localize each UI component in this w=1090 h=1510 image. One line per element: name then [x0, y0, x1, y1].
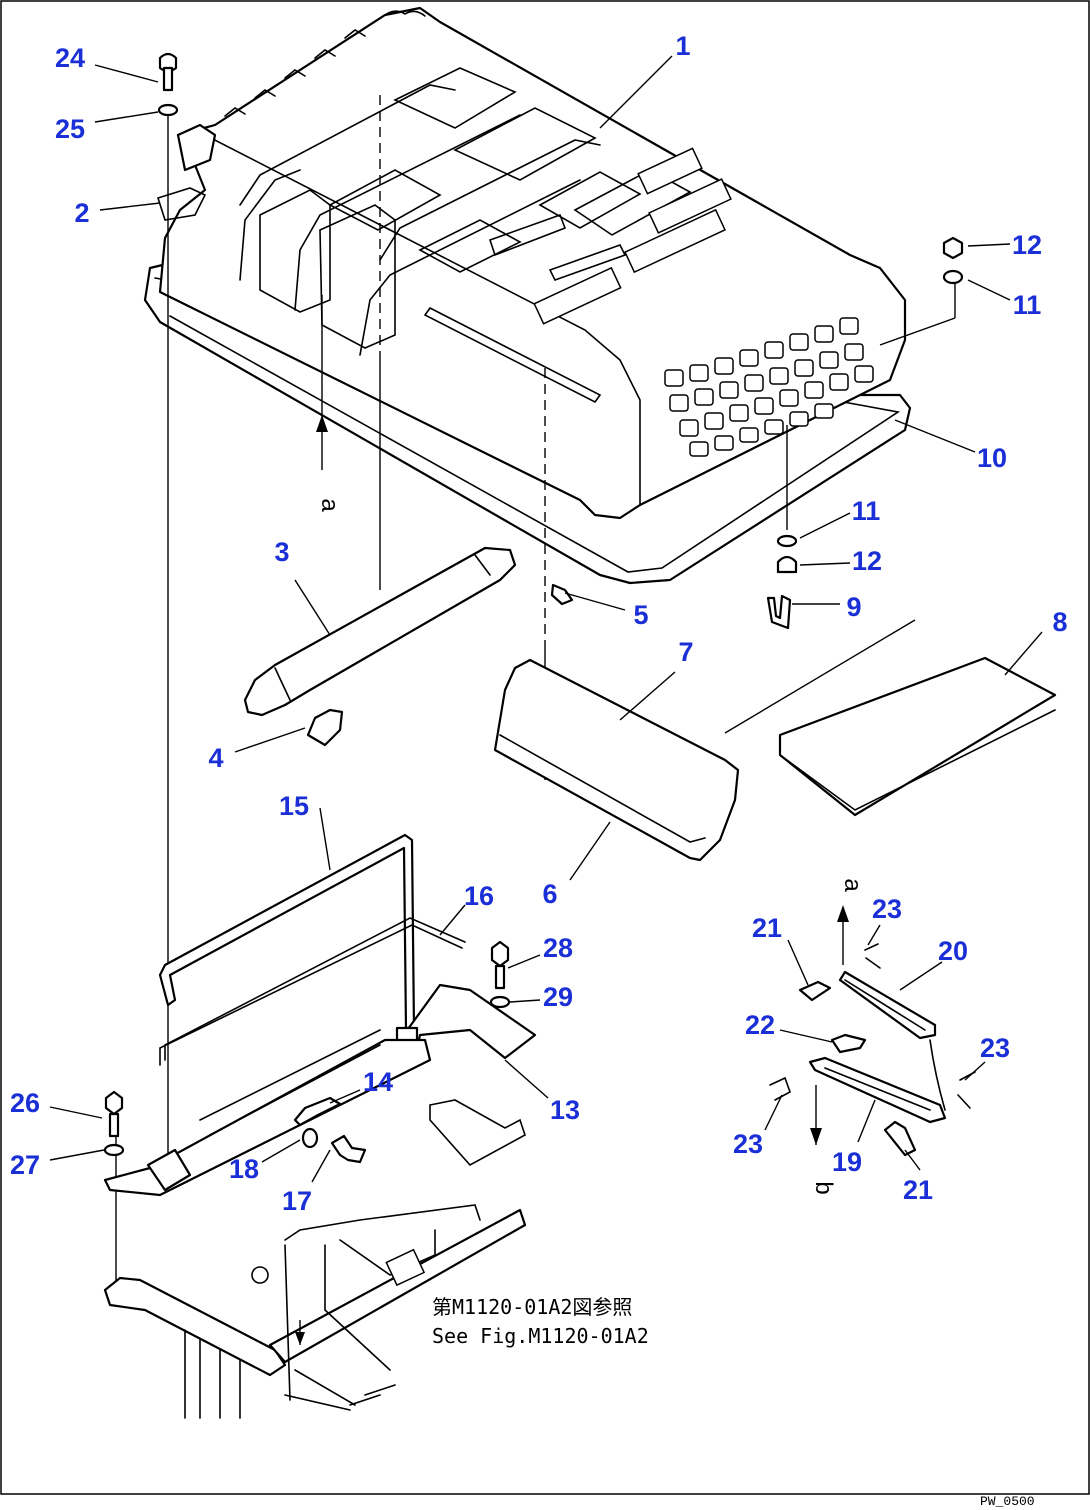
callout-leaders [49, 55, 1043, 1183]
callout-17: 17 [282, 1186, 312, 1216]
trim-part-3 [243, 546, 517, 717]
floor-frame [103, 1029, 527, 1419]
callout-11: 11 [852, 496, 881, 526]
bolt-26-washer-27 [103, 1090, 125, 1157]
callout-29: 29 [543, 982, 573, 1012]
pad-part-8 [778, 656, 1057, 817]
callout-2: 2 [74, 198, 89, 228]
callout-23: 23 [980, 1033, 1010, 1063]
callout-12: 12 [1012, 230, 1042, 260]
reference-note-en: See Fig.M1120-01A2 [432, 1324, 649, 1348]
callout-24: 24 [55, 43, 85, 73]
callout-8: 8 [1052, 607, 1067, 637]
view-marker-a: a [839, 878, 866, 892]
callout-18: 18 [229, 1154, 259, 1184]
callout-9: 9 [846, 592, 861, 622]
bolt-24-washer-25 [157, 52, 179, 117]
callout-12: 12 [852, 546, 882, 576]
nut-12-washer-11-top [942, 236, 964, 285]
washer-11-nut-12-clip-9 [766, 534, 798, 630]
callout-23: 23 [872, 894, 902, 924]
callout-13: 13 [550, 1095, 580, 1125]
callout-11: 11 [1013, 290, 1042, 320]
callout-5: 5 [633, 600, 648, 630]
plug-part-4 [306, 708, 344, 747]
callout-4: 4 [208, 743, 223, 773]
callout-27: 27 [10, 1150, 40, 1180]
gas-strut-assembly [769, 943, 976, 1157]
callout-7: 7 [678, 637, 693, 667]
callout-1: 1 [675, 31, 690, 61]
callout-26: 26 [10, 1088, 40, 1118]
floor-vent [385, 1248, 426, 1287]
callout-21: 21 [903, 1175, 933, 1205]
callout-21: 21 [752, 913, 782, 943]
callout-23: 23 [733, 1129, 763, 1159]
roof-cover-assembly [143, 6, 912, 585]
callout-3: 3 [274, 537, 289, 567]
callout-10: 10 [977, 443, 1007, 473]
view-markers: a a b [316, 498, 866, 1194]
bolt-28-washer-29 [489, 940, 511, 1009]
insulation-part-7 [493, 658, 740, 862]
callout-16: 16 [464, 881, 494, 911]
callout-28: 28 [543, 933, 573, 963]
callout-22: 22 [745, 1010, 775, 1040]
reference-note-jp: 第M1120-01A2図参照 [432, 1295, 632, 1319]
callout-20: 20 [938, 936, 968, 966]
callout-15: 15 [279, 791, 309, 821]
clip-part-5 [550, 583, 574, 606]
front-grille [664, 317, 874, 457]
callout-14: 14 [363, 1067, 393, 1097]
callout-25: 25 [55, 114, 85, 144]
callout-6: 6 [542, 879, 557, 909]
top-vent-patch [533, 147, 732, 325]
view-marker-b: b [810, 1181, 837, 1194]
view-marker-a: a [316, 498, 343, 512]
callout-19: 19 [832, 1147, 862, 1177]
drawing-code: PW_0500 [980, 1494, 1035, 1509]
